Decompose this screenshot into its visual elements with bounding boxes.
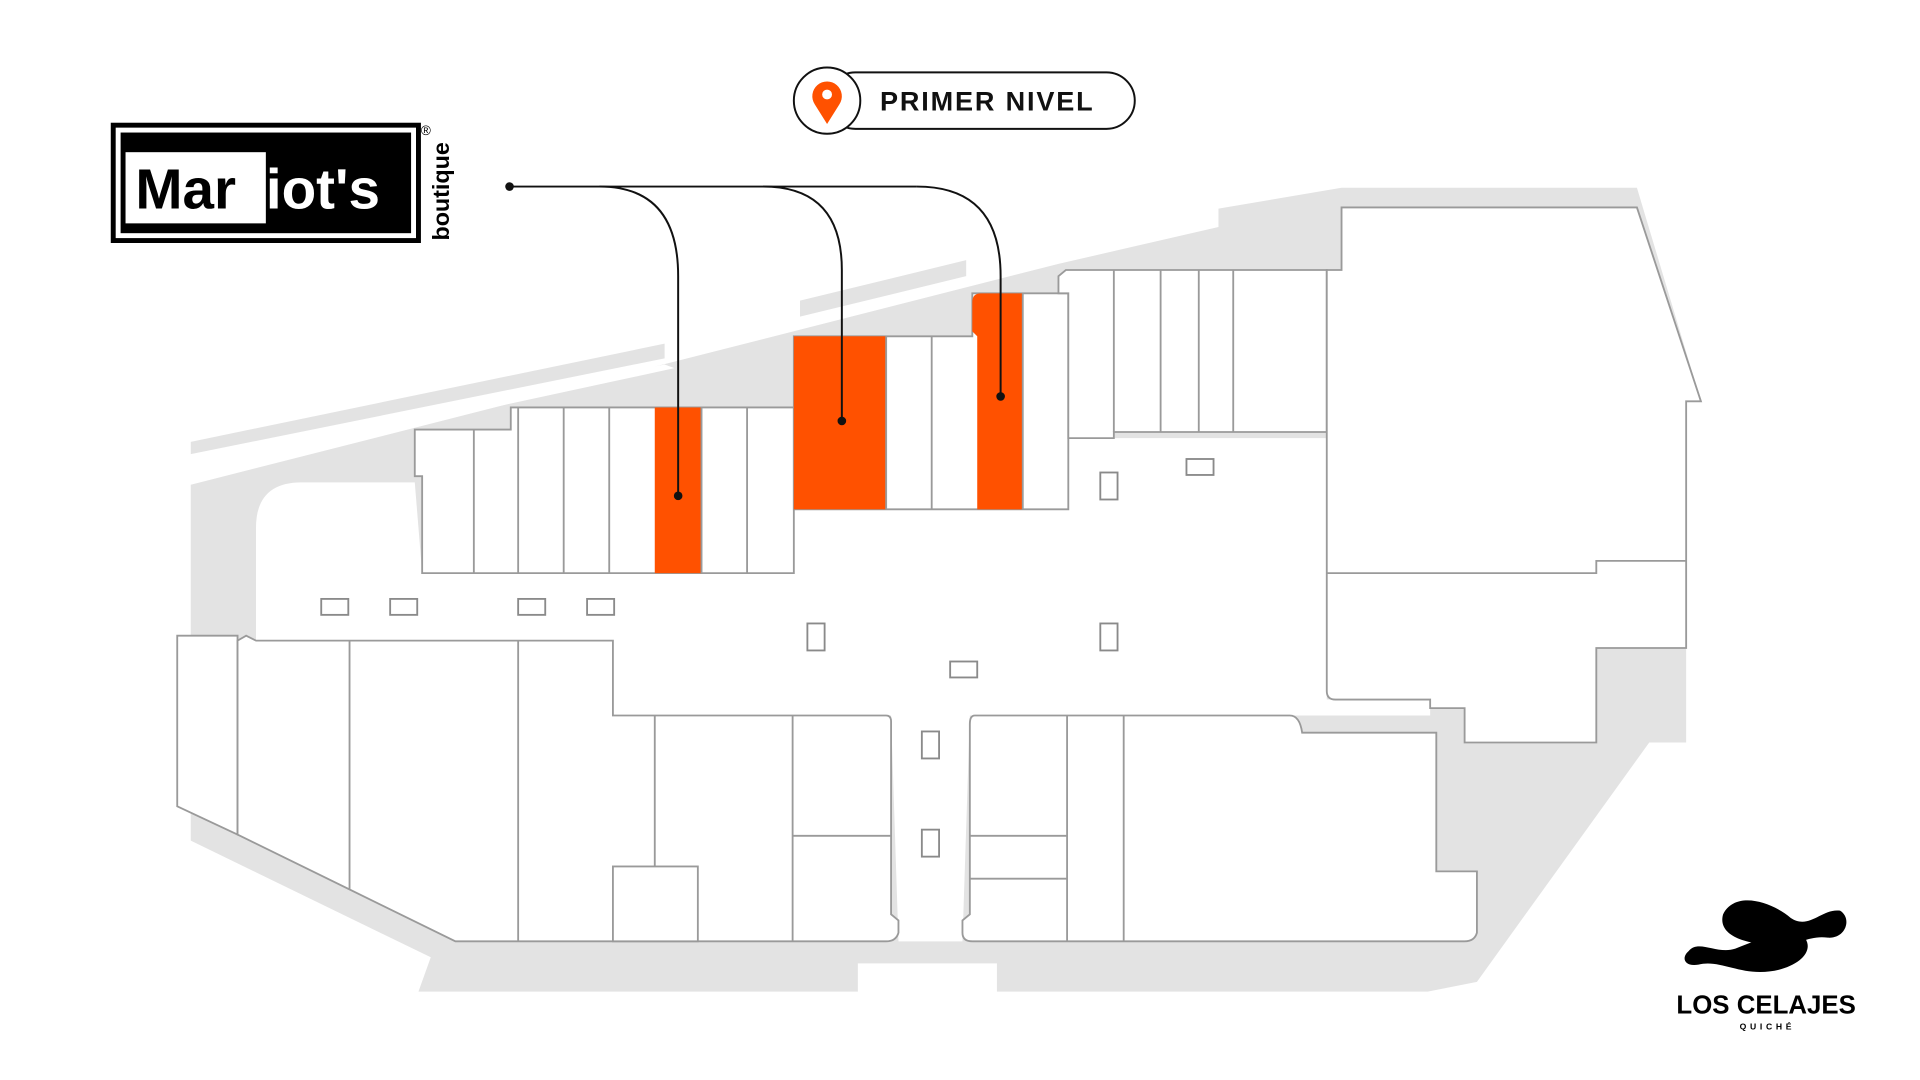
level-badge: PRIMER NIVEL [792,66,1136,135]
svg-text:Mar: Mar [135,158,236,221]
svg-text:LOS CELAJES: LOS CELAJES [1676,992,1855,1020]
svg-text:QUICHÉ: QUICHÉ [1740,1022,1796,1032]
level-label: PRIMER NIVEL [880,86,1095,116]
kiosk [517,597,547,616]
store-row-west [413,406,795,575]
kiosk [806,622,826,652]
store-leader-lines [505,182,1005,501]
svg-text:iot's: iot's [266,158,380,221]
mariots-boutique-logo: Mar iot's boutique ® [110,122,454,243]
kiosk [320,597,350,616]
kiosk [586,597,616,616]
kiosk [920,730,941,760]
los-celajes-logo: LOS CELAJES QUICHÉ [1676,900,1856,1032]
corridor [256,438,1431,942]
kiosk [1099,471,1119,501]
kiosk [1099,622,1119,652]
anchor-store-east [1325,206,1703,744]
store-row-middle [792,292,1070,511]
cloud-mark-icon [1722,900,1847,945]
map-pin-icon [812,81,842,124]
svg-text:®: ® [421,123,431,138]
svg-text:boutique: boutique [428,142,454,240]
store-block-southeast [961,714,1478,943]
kiosk [949,660,979,679]
kiosk [1185,458,1215,476]
kiosks [320,458,1215,858]
kiosk [389,597,419,616]
store-block-southwest [176,634,900,943]
kiosk [920,828,941,858]
store-row-north [1057,269,1328,440]
store-highlight-3[interactable] [972,293,1023,510]
